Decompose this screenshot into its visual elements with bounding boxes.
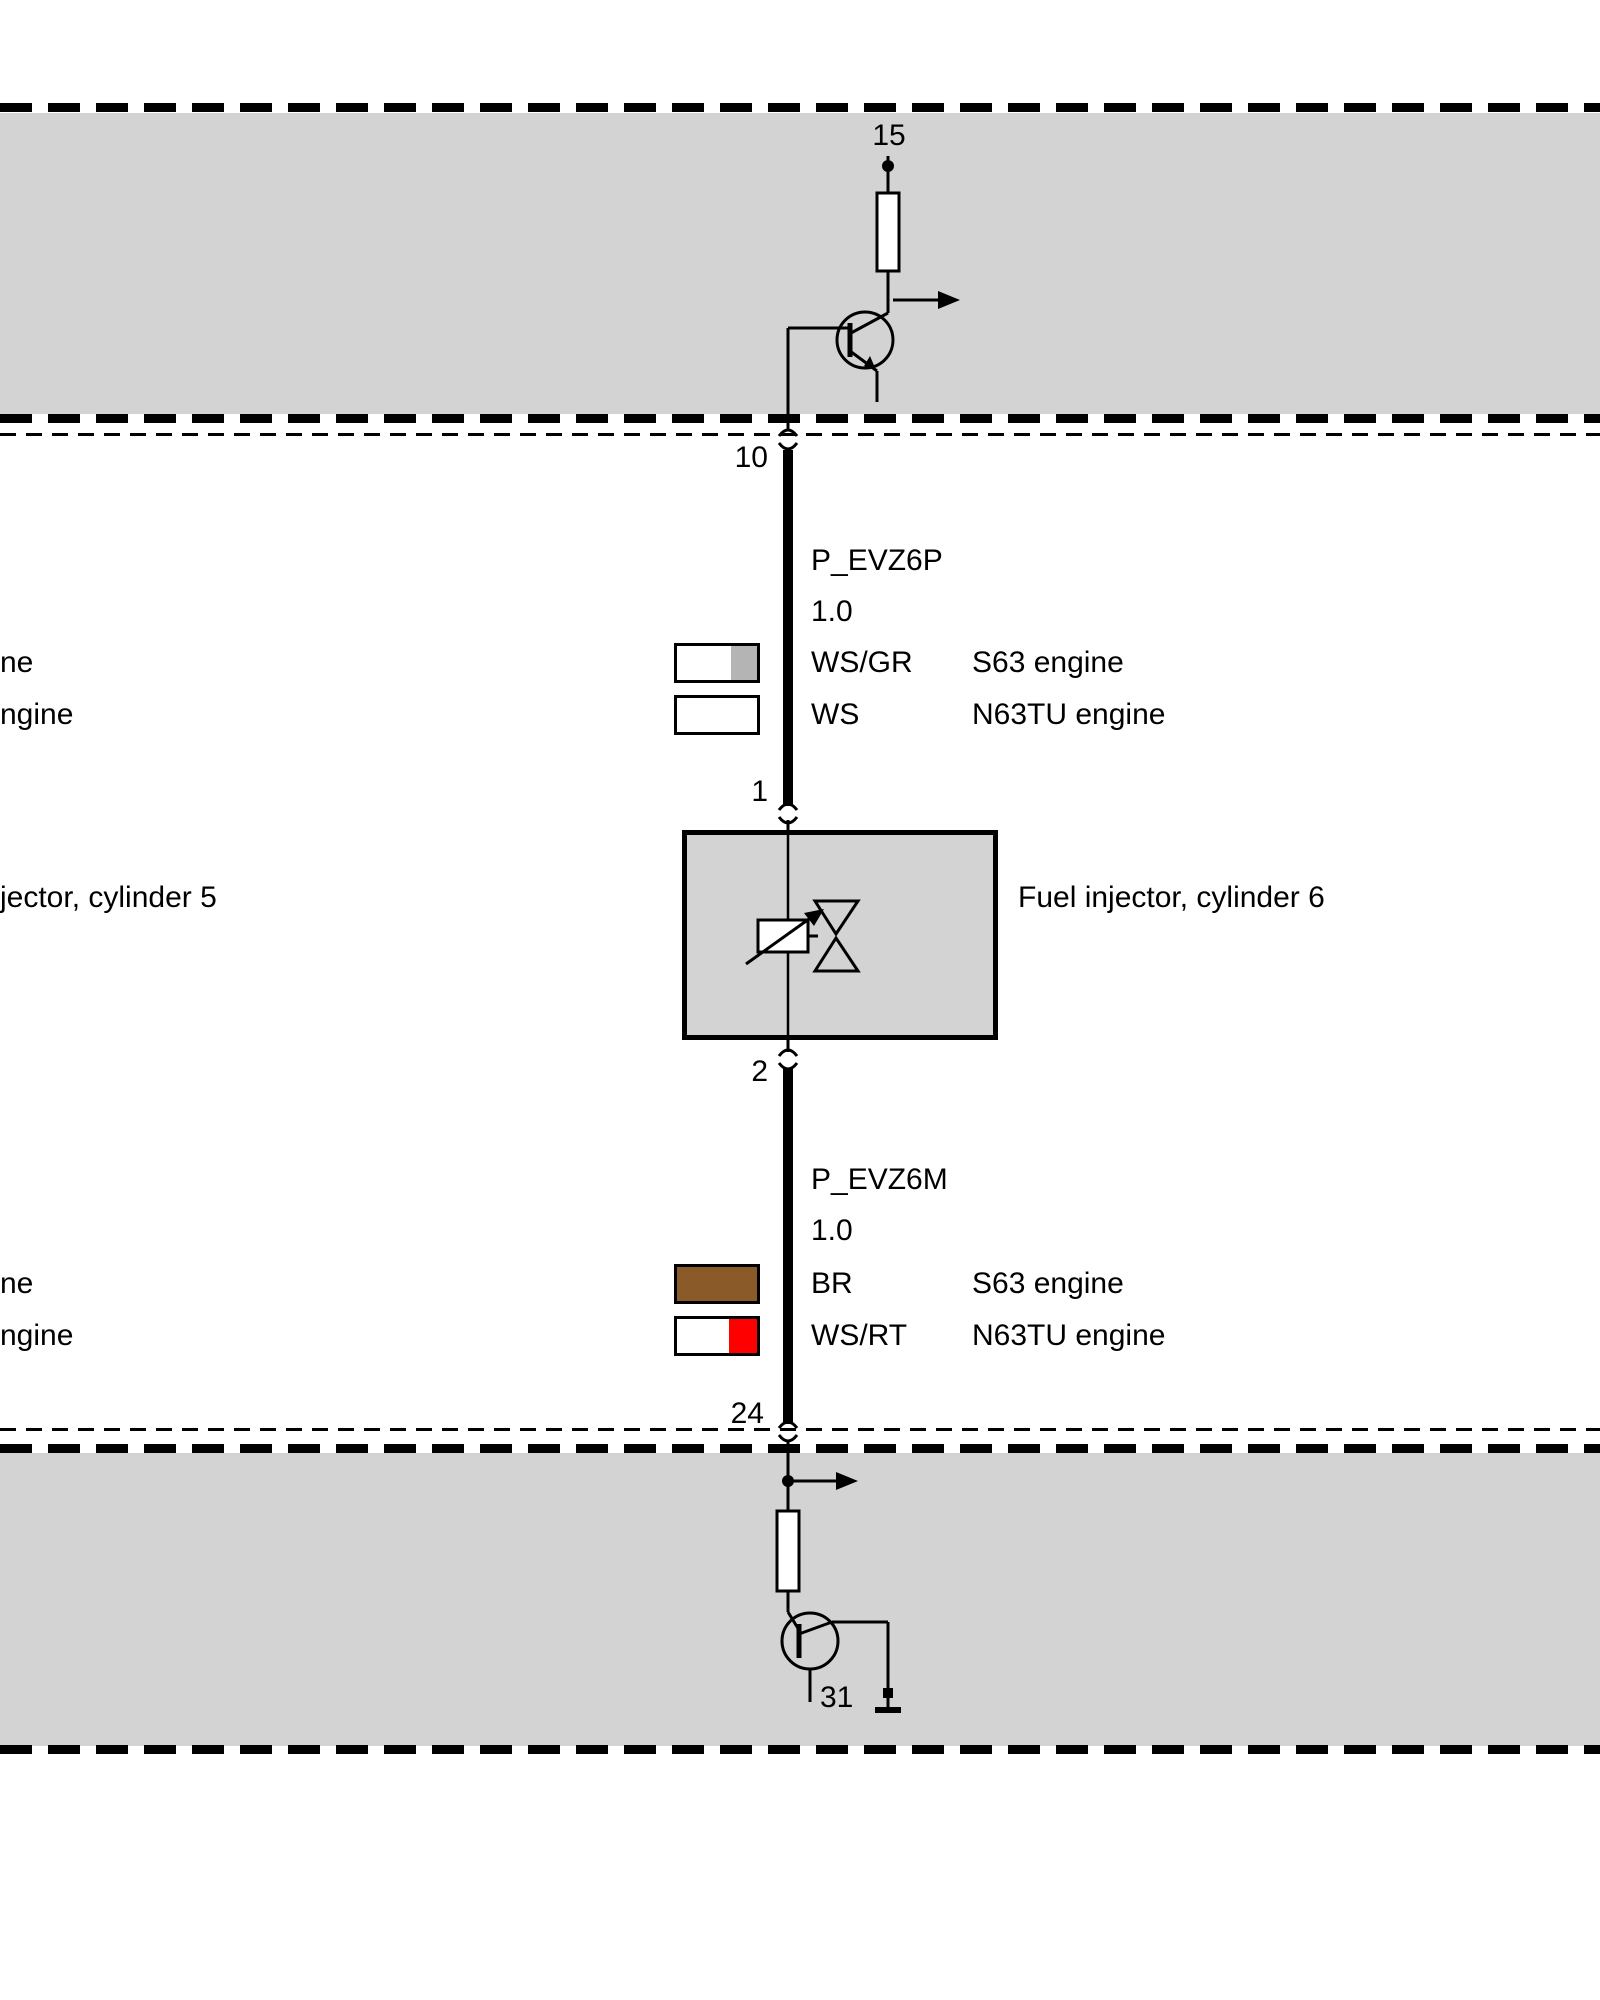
- pin-1-label: 1: [751, 775, 768, 808]
- signal-arrow-top: [938, 291, 960, 309]
- bottom-ecu-band-border-top: [0, 1444, 1600, 1453]
- wire-top-engine-1: S63 engine: [972, 646, 1124, 679]
- transistor-top: [835, 310, 895, 370]
- swatch-red-part: [729, 1319, 757, 1353]
- terminal-31-label: 31: [820, 1681, 854, 1714]
- wire-bottom-engine-2: N63TU engine: [972, 1319, 1166, 1352]
- color-swatch-ws-rt: [674, 1316, 760, 1356]
- connector-pin-2: [777, 1040, 799, 1071]
- connector-pin-1: [777, 802, 799, 832]
- pin-2-label: 2: [751, 1055, 768, 1088]
- clipped-component-label-cylinder-5: jector, cylinder 5: [0, 881, 217, 914]
- resistor-bottom: [775, 1509, 801, 1593]
- clipped-engine-label-a: ne: [0, 646, 34, 679]
- color-swatch-ws-gr: [674, 643, 760, 683]
- wire-top-cross-section: 1.0: [811, 595, 853, 628]
- wire-top-color-code-1: WS/GR: [811, 646, 913, 679]
- emitter-arrow-top: [864, 356, 876, 370]
- bottom-driver-circuit: [775, 1440, 901, 1713]
- color-swatch-br: [674, 1264, 760, 1304]
- connector-pin-24: [777, 1420, 799, 1443]
- wire-top-name: P_EVZ6P: [811, 544, 943, 577]
- wire-top-color-code-2: WS: [811, 698, 860, 731]
- clipped-engine-label-c: ne: [0, 1267, 34, 1300]
- wire-bottom-name: P_EVZ6M: [811, 1163, 948, 1196]
- clipped-engine-label-b: ngine: [0, 698, 74, 731]
- wire-top-engine-2: N63TU engine: [972, 698, 1166, 731]
- wire-bottom-cross-section: 1.0: [811, 1214, 853, 1247]
- injector-symbol: [745, 832, 861, 1038]
- color-swatch-ws: [674, 695, 760, 735]
- terminal-15-node-dot: [882, 160, 894, 172]
- signal-arrow-bottom: [836, 1472, 858, 1490]
- bottom-ecu-band-border-bottom: [0, 1745, 1600, 1754]
- pin-10-label: 10: [734, 441, 768, 474]
- swatch-gray-part: [731, 646, 757, 680]
- valve-triangle-bottom: [812, 935, 861, 973]
- bottom-ecu-band: [0, 1453, 1600, 1746]
- terminal-15-label: 15: [872, 119, 906, 152]
- bottom-ecu-inner-boundary: [0, 1428, 1600, 1431]
- top-ecu-band: [0, 113, 1600, 414]
- top-ecu-band-border-top: [0, 103, 1600, 112]
- pin-24-label: 24: [730, 1397, 764, 1430]
- wire-bottom-engine-1: S63 engine: [972, 1267, 1124, 1300]
- top-ecu-inner-boundary: [0, 433, 1600, 436]
- top-ecu-band-border-bottom: [0, 414, 1600, 423]
- fuel-injector-cylinder-6-box: [682, 830, 998, 1040]
- valve-triangle-top: [812, 899, 861, 937]
- ground-node-dot: [883, 1688, 893, 1698]
- component-label-cylinder-6: Fuel injector, cylinder 6: [1018, 881, 1325, 914]
- connector-pin-10: [777, 428, 799, 451]
- junction-dot-bottom: [782, 1475, 794, 1487]
- resistor-top: [875, 191, 901, 273]
- top-driver-circuit: [786, 156, 960, 430]
- wire-bottom-color-code-1: BR: [811, 1267, 853, 1300]
- clipped-engine-label-d: ngine: [0, 1319, 74, 1352]
- wire-bottom-color-code-2: WS/RT: [811, 1319, 908, 1352]
- actuation-arrowhead: [804, 909, 824, 926]
